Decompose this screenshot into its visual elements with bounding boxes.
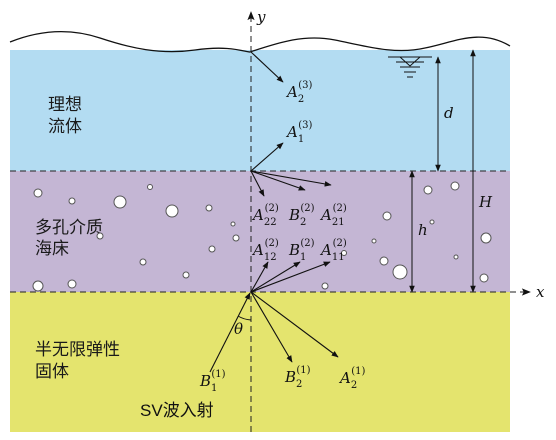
- fluid-label-line2: 流体: [48, 117, 82, 137]
- wave-arrow-B2-2: [250, 170, 306, 191]
- pore-bubble: [371, 238, 377, 244]
- pore-bubble: [96, 232, 104, 240]
- seabed-pores: [32, 181, 492, 292]
- pore-bubble: [33, 188, 43, 198]
- pore-bubble: [429, 219, 435, 225]
- label-B1-2: B1(2): [288, 238, 315, 263]
- label-B1-1: B1(1): [199, 369, 226, 394]
- pore-bubble: [232, 234, 240, 242]
- pore-bubble: [230, 221, 236, 227]
- label-A1-3: A1(3): [285, 120, 312, 145]
- x-axis-label: x: [536, 283, 545, 301]
- pore-bubble: [32, 280, 44, 292]
- label-A12-2: A12(2): [251, 238, 279, 263]
- wave-arrow-A2-1: [250, 291, 339, 358]
- pore-bubble: [139, 258, 147, 266]
- label-A21-2: A21(2): [319, 203, 347, 228]
- pore-bubble: [68, 197, 76, 205]
- wave-arrow-B1-2: [250, 261, 301, 293]
- pore-bubble: [423, 185, 433, 195]
- wave-arrow-A1-3: [250, 142, 284, 172]
- pore-bubble: [382, 211, 392, 221]
- solid-label-line2: 固体: [35, 362, 69, 382]
- fluid-layer: [10, 50, 510, 171]
- label-B2-1: B2(1): [284, 365, 311, 390]
- pore-bubble: [113, 195, 127, 209]
- label-A2-3: A2(3): [285, 80, 312, 105]
- label-B2-2: B2(2): [288, 203, 315, 228]
- wave-arrow-A12-2: [250, 261, 269, 293]
- pore-bubble: [453, 254, 459, 260]
- solid-layer: [10, 292, 510, 432]
- pore-bubble: [165, 204, 179, 218]
- seabed-label-line1: 多孔介质: [35, 218, 103, 238]
- pore-bubble: [480, 232, 492, 244]
- pore-bubble: [205, 204, 213, 212]
- pore-bubble: [182, 271, 190, 279]
- y-axis-label: y: [256, 8, 266, 26]
- dimension-d-label: d: [444, 104, 454, 122]
- solid-label-line1: 半无限弹性: [35, 340, 120, 360]
- label-A2-1: A2(1): [338, 366, 365, 391]
- angle-label: θ: [234, 320, 243, 338]
- pore-bubble: [147, 184, 153, 190]
- wave-arrow-A22-2: [250, 170, 265, 197]
- wave-arrow-B2-1: [250, 291, 293, 363]
- dimension-H-label: H: [478, 193, 493, 211]
- pore-bubble: [67, 279, 77, 289]
- free-surface-wave: [9, 30, 511, 53]
- pore-bubble: [450, 181, 460, 191]
- water-level-symbol: [388, 56, 432, 78]
- wave-arrow-A2-3: [250, 51, 284, 83]
- pore-bubble: [208, 245, 216, 253]
- pore-bubble: [379, 256, 389, 266]
- wave-arrow-B1-1-incident: [209, 292, 251, 373]
- pore-bubble: [479, 273, 489, 283]
- label-A22-2: A22(2): [251, 203, 279, 228]
- sv-incident-label: SV波入射: [140, 401, 214, 421]
- dimension-h-label: h: [418, 221, 428, 239]
- pore-bubble: [392, 264, 408, 280]
- wave-arrow-A11-2: [250, 261, 331, 293]
- pore-bubble: [321, 282, 329, 290]
- seabed-label-line2: 海床: [35, 239, 69, 259]
- fluid-label-line1: 理想: [48, 95, 82, 115]
- pore-bubble: [341, 250, 347, 256]
- wave-arrow-A21-2: [250, 170, 332, 187]
- angle-arc: [237, 315, 252, 321]
- label-A11-2: A11(2): [319, 238, 347, 263]
